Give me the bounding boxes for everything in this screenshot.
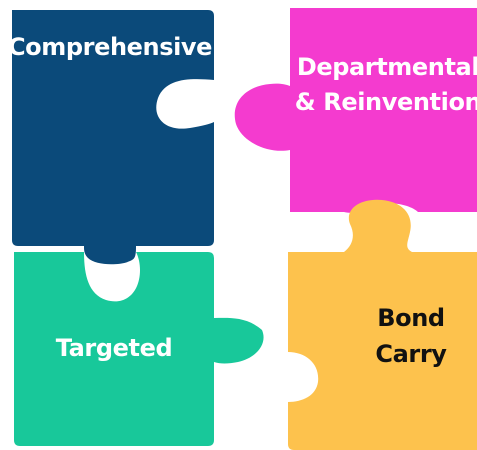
label-comprehensive: Comprehensive [8, 33, 212, 61]
puzzle-piece-departmental [234, 8, 477, 213]
label-targeted: Targeted [56, 334, 173, 362]
puzzle-piece-comprehensive [12, 10, 214, 265]
label-carry: Carry [375, 340, 447, 368]
label-bond: Bond [377, 304, 444, 332]
label-departmental-line1: Departmental [297, 53, 477, 81]
label-departmental-line2: & Reinvention [295, 88, 477, 116]
puzzle-piece-bond-carry [288, 199, 477, 450]
puzzle-piece-targeted [14, 252, 264, 446]
